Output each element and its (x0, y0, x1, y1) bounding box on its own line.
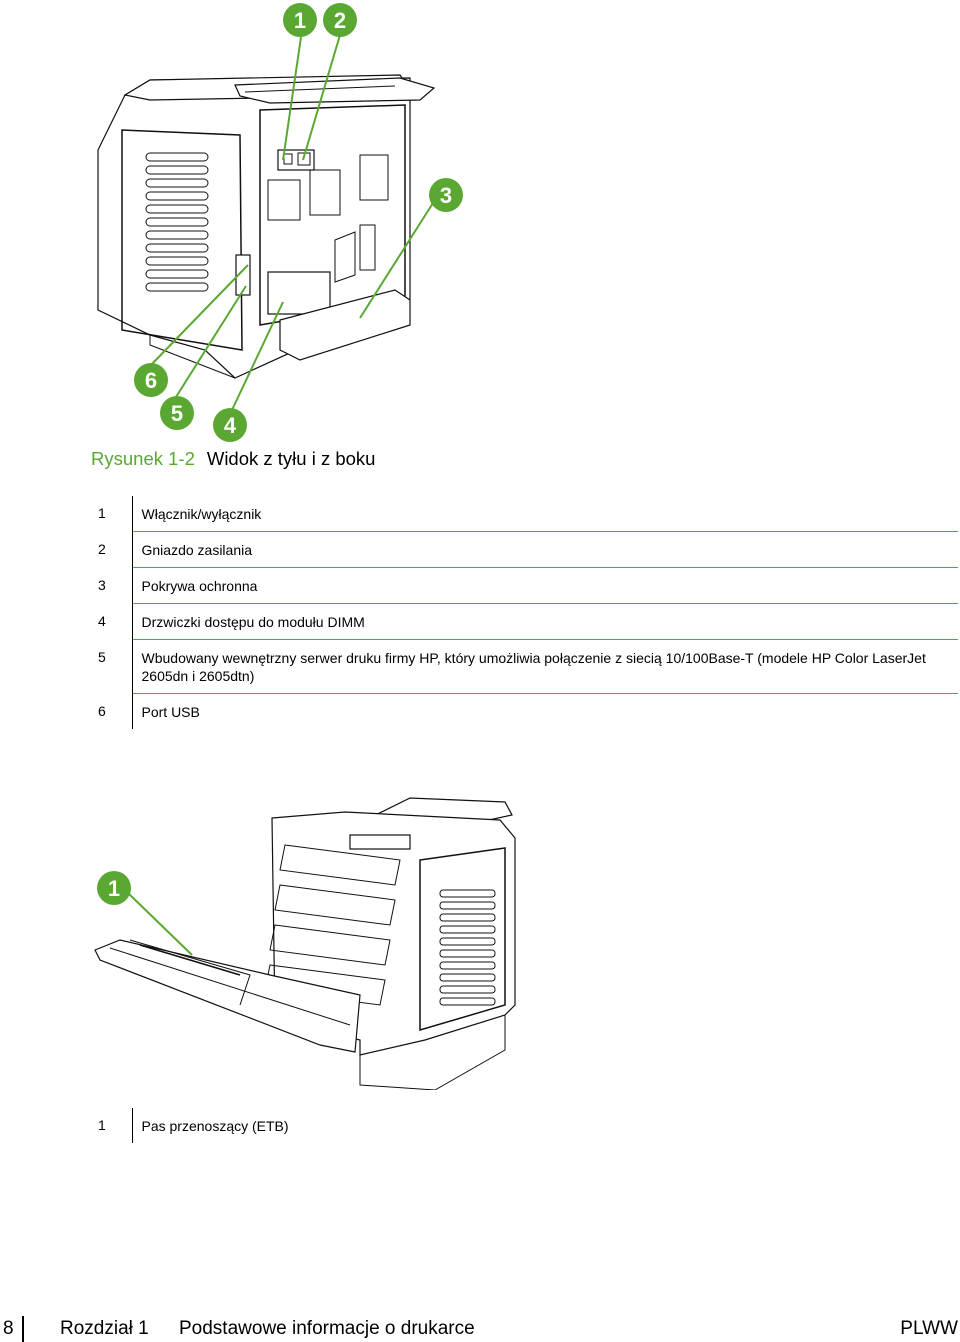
table-row: 2 Gniazdo zasilania (92, 531, 958, 568)
chapter-label: Rozdział 1 (60, 1318, 149, 1339)
legend-text: Gniazdo zasilania (132, 531, 958, 568)
legend-number: 6 (92, 693, 133, 729)
brand-label: PLWW (900, 1318, 958, 1339)
figure-title: Widok z tyłu i z boku (206, 448, 376, 469)
svg-text:4: 4 (224, 413, 237, 438)
printer-rear-side-illustration: 1 2 3 4 5 6 (97, 3, 463, 442)
legend-number: 3 (92, 567, 133, 604)
legend-text: Pokrywa ochronna (132, 567, 958, 604)
table-row: 4 Drzwiczki dostępu do modułu DIMM (92, 603, 958, 640)
legend-text: Włącznik/wyłącznik (132, 496, 958, 532)
callout-4: 4 (213, 408, 247, 442)
svg-text:1: 1 (108, 876, 120, 901)
etb-legend-table: 1 Pas przenoszący (ETB) (92, 1108, 958, 1143)
table-row: 6 Port USB (92, 693, 958, 729)
legend-number: 5 (92, 639, 133, 694)
svg-text:5: 5 (171, 401, 183, 426)
table-row: 5 Wbudowany wewnętrzny serwer druku firm… (92, 639, 958, 694)
footer-divider (22, 1316, 24, 1342)
rear-view-legend-table: 1 Włącznik/wyłącznik 2 Gniazdo zasilania… (92, 496, 958, 729)
side-vent-grille (145, 152, 209, 292)
svg-text:3: 3 (440, 183, 452, 208)
etb-belt-shape (139, 944, 241, 976)
legend-text: Drzwiczki dostępu do modułu DIMM (132, 603, 958, 640)
callout-5: 5 (160, 396, 194, 430)
page-footer: 8 Rozdział 1 Podstawowe informacje o dru… (0, 1316, 960, 1342)
table-row: 3 Pokrywa ochronna (92, 567, 958, 604)
protective-cover-shape (279, 289, 411, 361)
callout-3: 3 (429, 178, 463, 212)
chapter-title: Podstawowe informacje o drukarce (179, 1318, 475, 1339)
svg-text:2: 2 (334, 8, 346, 33)
legend-text: Port USB (141, 704, 200, 720)
printer-open-door-illustration: 1 (94, 797, 516, 1090)
page-number: 8 (3, 1318, 14, 1339)
side-vent-grille (439, 889, 496, 1006)
legend-text: Pas przenoszący (ETB) (141, 1118, 289, 1134)
legend-number: 1 (92, 496, 133, 532)
dimm-door-shape (267, 271, 331, 315)
rear-vent-grille (267, 154, 389, 271)
callout-6: 6 (134, 363, 168, 397)
figure-label: Rysunek 1-2 (91, 448, 195, 469)
legend-text: Wbudowany wewnętrzny serwer druku firmy … (132, 639, 958, 694)
callout-1: 1 (283, 3, 317, 37)
callout-2: 2 (323, 3, 357, 37)
legend-number: 4 (92, 603, 133, 640)
svg-text:6: 6 (145, 368, 157, 393)
figure-caption: Rysunek 1-2 Widok z tyłu i z boku (91, 448, 375, 470)
table-row: 1 Włącznik/wyłącznik (92, 496, 958, 532)
legend-number: 2 (92, 531, 133, 568)
svg-text:1: 1 (294, 8, 306, 33)
control-panel-shape (349, 834, 411, 850)
table-row: 1 Pas przenoszący (ETB) (92, 1108, 958, 1143)
callout-1: 1 (97, 871, 131, 905)
legend-number: 1 (92, 1108, 133, 1143)
